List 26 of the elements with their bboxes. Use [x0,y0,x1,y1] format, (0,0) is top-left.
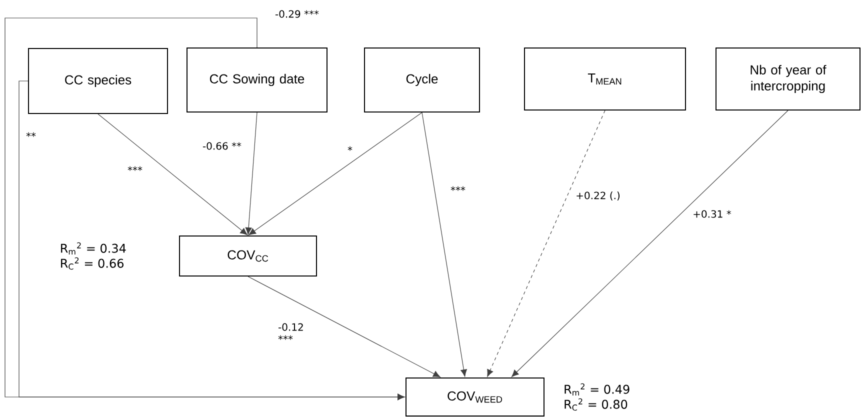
edge-label: -0.12 *** [277,322,309,344]
edge-label: *** [450,185,466,195]
arrow [248,112,422,236]
arrow [511,110,788,378]
variable-box: Nb of year of intercropping [716,48,860,110]
r-squared-label: R$_{m}$$^{2}$ = 0.34 R$_{C}$$^{2}$ = 0.66 [61,242,126,270]
edge-label: +0.31 * [692,209,732,219]
arrow [248,276,440,378]
arrow [422,112,467,377]
arrow [98,114,248,236]
variable-box: CC species [28,48,168,114]
edge-label: * [346,145,354,155]
edge-label: *** [126,165,144,175]
edge-label: +0.22 (.) [574,190,622,202]
variable-box: COV$_{CC}$ [179,236,317,276]
variable-box: T$_{MEAN}$ [524,48,686,110]
edge-label: -0.29 *** [274,9,320,19]
variable-box: COV$_{WEED}$ [406,378,544,416]
arrow [18,80,405,400]
edge-label: -0.66 ** [201,141,243,151]
variable-box: Cycle [364,48,480,112]
edge-label: ** [25,131,38,141]
arrow [487,110,606,377]
arrow [245,112,258,235]
r-squared-label: R$_{m}$$^{2}$ = 0.49 R$_{C}$$^{2}$ = 0.80 [564,383,630,411]
variable-box: CC Sowing date [186,48,328,112]
